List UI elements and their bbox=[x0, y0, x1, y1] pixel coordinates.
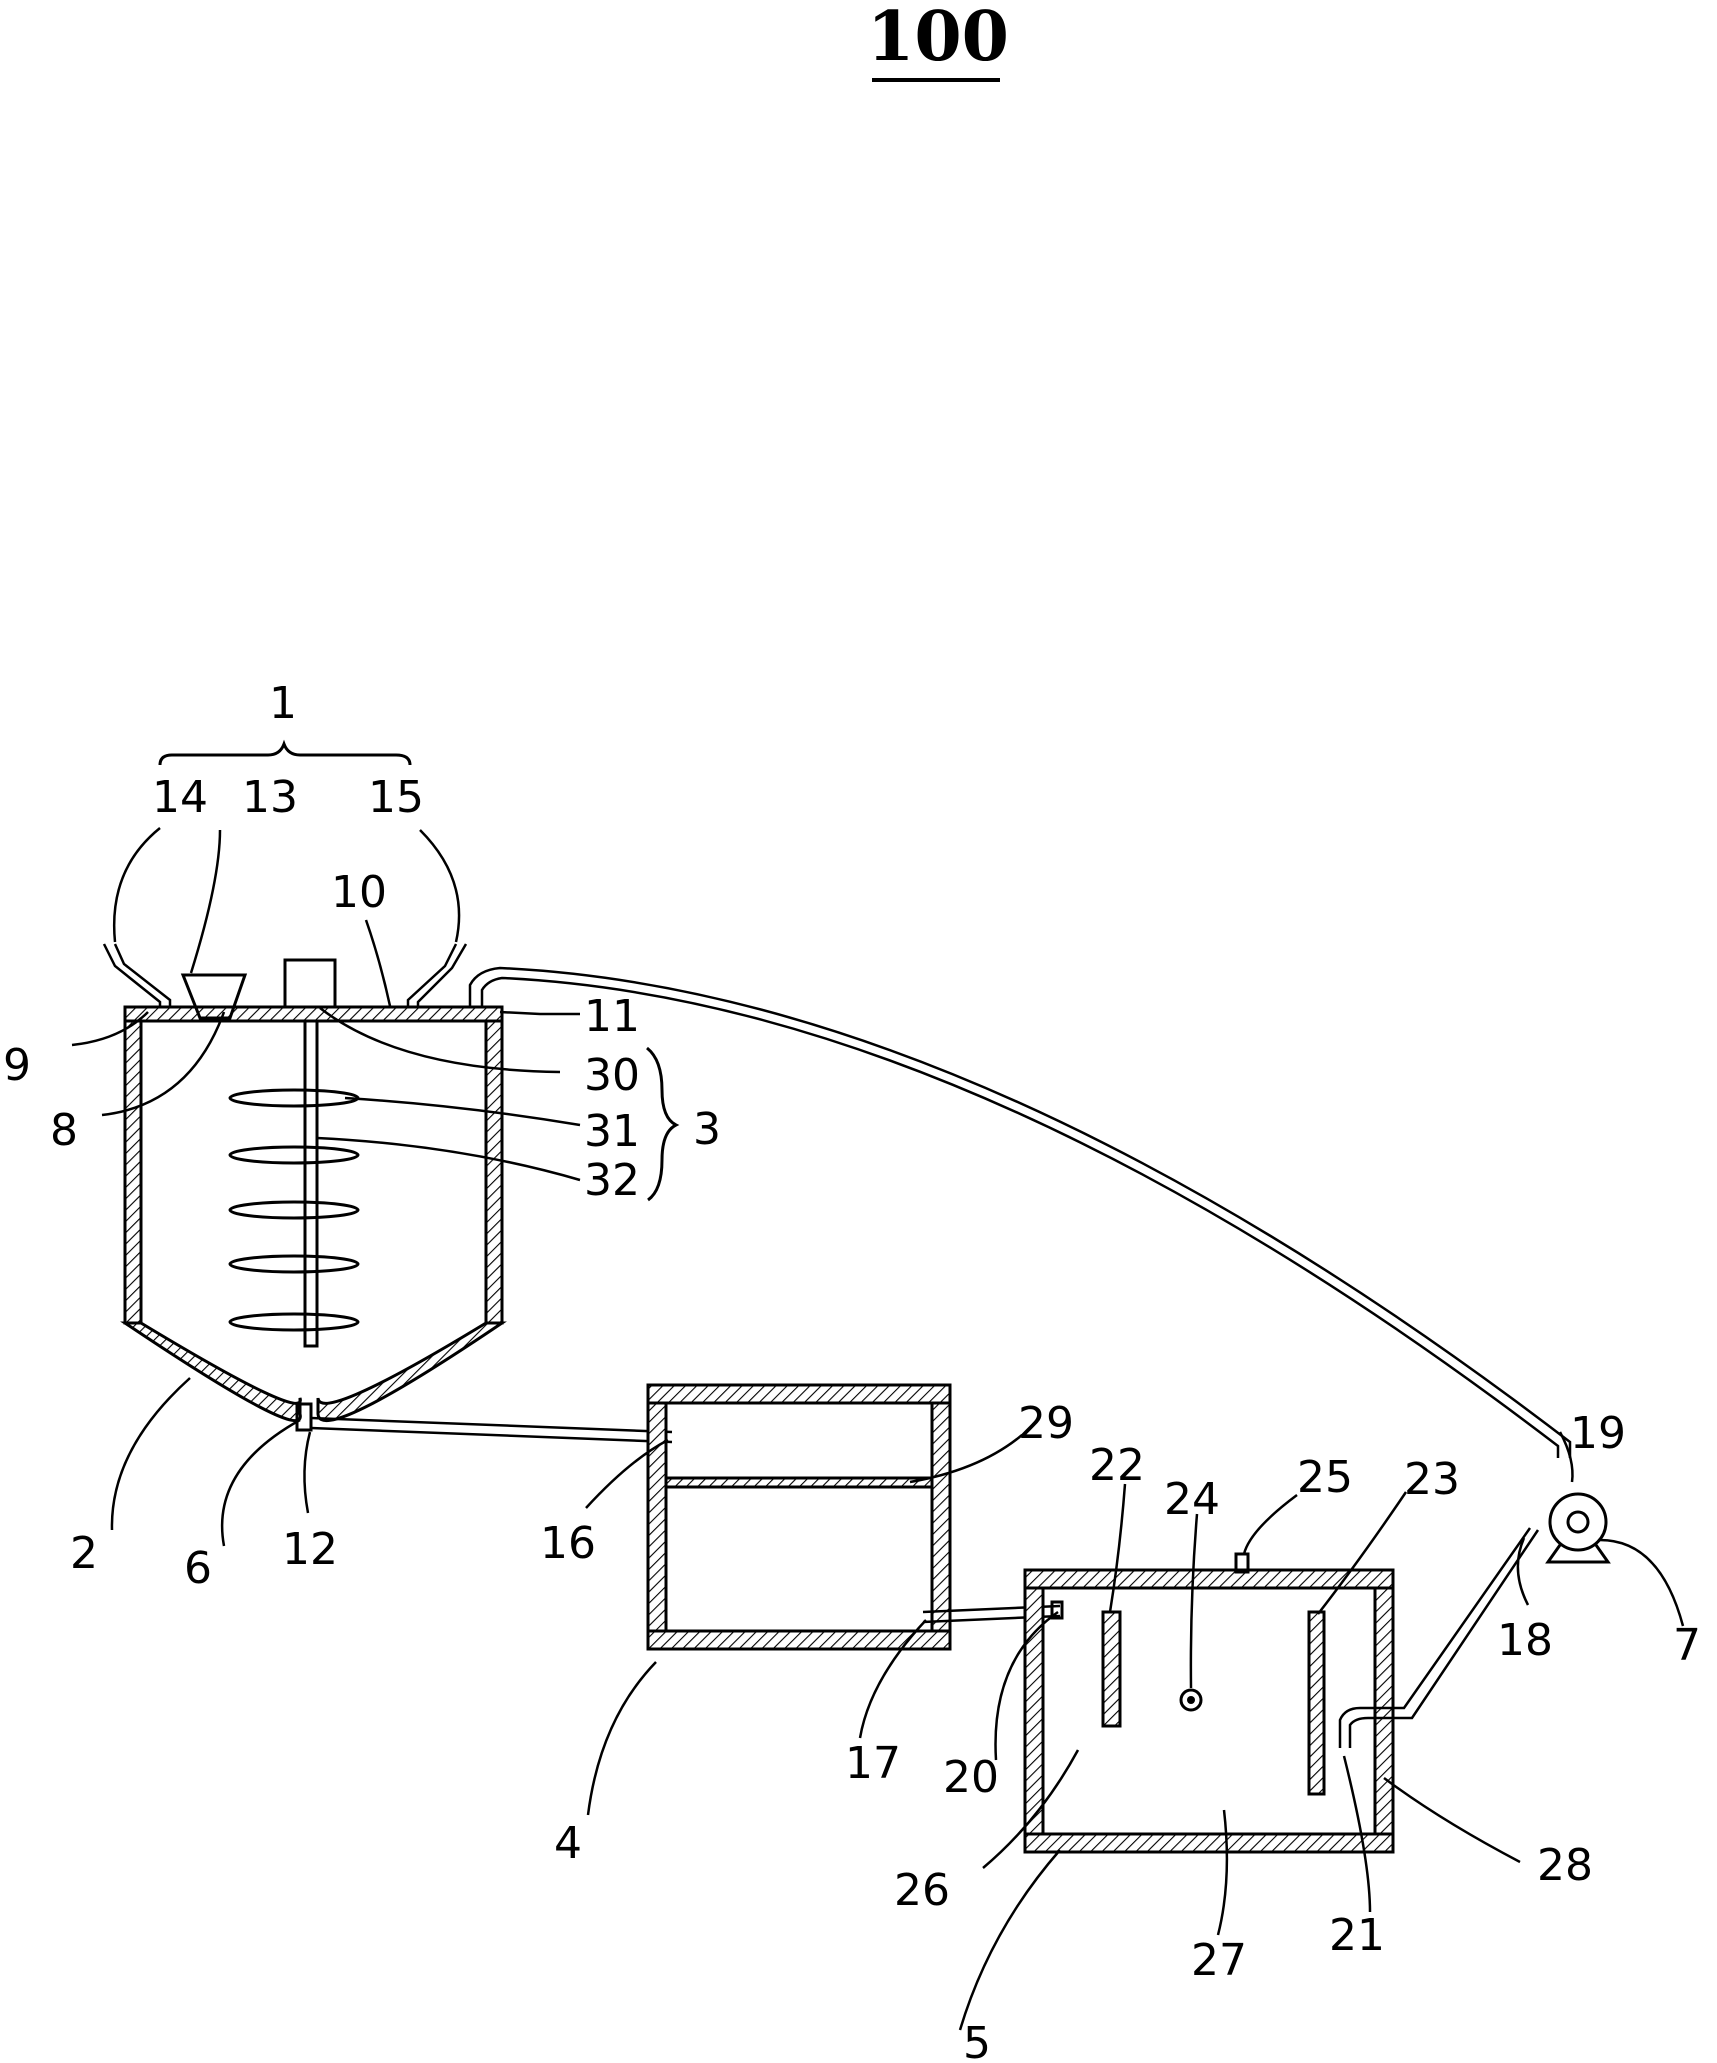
label-24: 24 bbox=[1164, 1474, 1220, 1525]
label-28: 28 bbox=[1537, 1840, 1593, 1891]
label-8: 8 bbox=[50, 1105, 78, 1156]
label-22: 22 bbox=[1089, 1440, 1145, 1491]
filter-box bbox=[646, 1383, 1064, 1651]
label-31: 31 bbox=[584, 1106, 640, 1157]
reaction-kettle bbox=[120, 1005, 673, 1444]
label-6: 6 bbox=[184, 1543, 212, 1594]
label-27: 27 bbox=[1191, 1935, 1247, 1986]
label-9: 9 bbox=[3, 1040, 31, 1091]
label-21: 21 bbox=[1329, 1910, 1385, 1961]
label-29: 29 bbox=[1018, 1398, 1074, 1449]
label-3: 3 bbox=[693, 1104, 721, 1155]
label-5: 5 bbox=[963, 2018, 991, 2063]
stirring-blades bbox=[228, 1088, 360, 1332]
electrolysis-box bbox=[1023, 1527, 1540, 1854]
label-30: 30 bbox=[584, 1050, 640, 1101]
pump bbox=[1545, 1492, 1611, 1564]
label-1: 1 bbox=[269, 678, 297, 729]
label-11: 11 bbox=[584, 991, 640, 1042]
reference-labels: 1 14 13 15 10 11 9 30 8 31 3 32 2 6 12 1… bbox=[3, 678, 1701, 2063]
figure-title: 100 bbox=[867, 0, 1009, 77]
label-12: 12 bbox=[282, 1524, 338, 1575]
label-25: 25 bbox=[1297, 1452, 1353, 1503]
label-18: 18 bbox=[1497, 1615, 1553, 1666]
label-7: 7 bbox=[1673, 1620, 1701, 1671]
label-15: 15 bbox=[368, 772, 424, 823]
label-17: 17 bbox=[845, 1738, 901, 1789]
label-26: 26 bbox=[894, 1865, 950, 1916]
label-4: 4 bbox=[554, 1818, 582, 1869]
label-19: 19 bbox=[1570, 1408, 1626, 1459]
label-16: 16 bbox=[540, 1518, 596, 1569]
label-32: 32 bbox=[584, 1155, 640, 1206]
label-2: 2 bbox=[70, 1528, 98, 1579]
label-14: 14 bbox=[152, 772, 208, 823]
label-20: 20 bbox=[943, 1752, 999, 1803]
leader-lines bbox=[71, 827, 1685, 2031]
label-13: 13 bbox=[242, 772, 298, 823]
lid-fittings bbox=[102, 943, 1572, 1458]
label-23: 23 bbox=[1404, 1454, 1460, 1505]
label-10: 10 bbox=[331, 867, 387, 918]
